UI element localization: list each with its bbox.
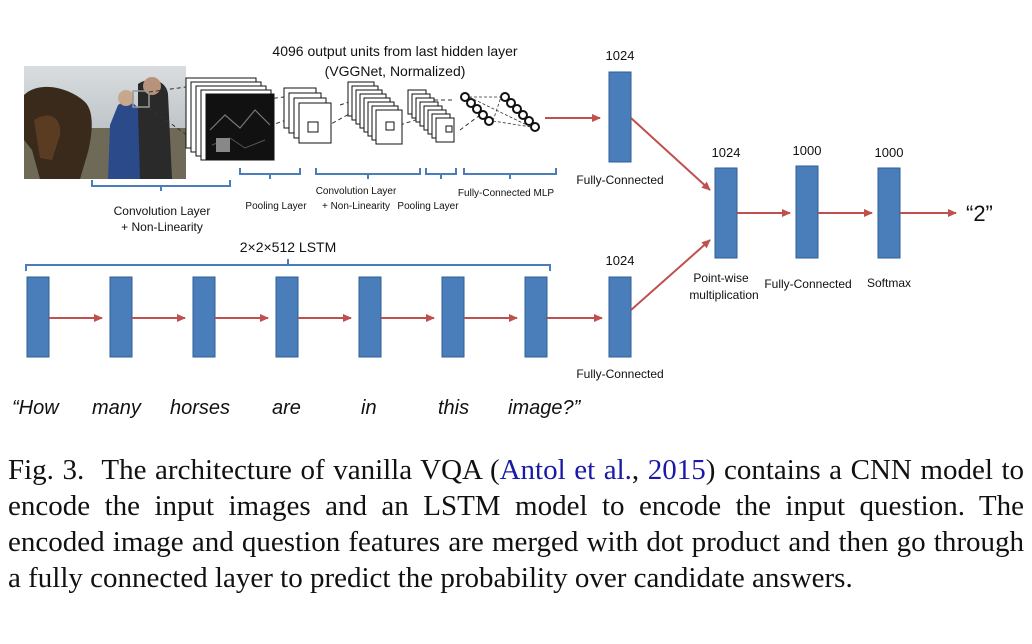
- conv2-label-line1: Convolution Layer: [316, 186, 397, 197]
- lstm-brace: [25, 259, 551, 271]
- caption-prefix: Fig. 3.: [8, 454, 85, 486]
- fc-output-block: [795, 165, 819, 259]
- softmax-block: [877, 167, 901, 259]
- conv-feature-maps: [185, 77, 275, 161]
- citation-separator: ,: [631, 454, 648, 486]
- fc-q-dim: 1024: [606, 253, 635, 268]
- question-word: are: [272, 397, 301, 419]
- lstm-cell: [275, 276, 299, 358]
- question-word: horses: [170, 397, 230, 419]
- figure-caption: Fig. 3. The architecture of vanilla VQA …: [8, 452, 1024, 596]
- mlp-label: Fully-Connected MLP: [458, 188, 554, 199]
- question-word: image?”: [508, 397, 582, 419]
- answer-label: “2”: [966, 201, 993, 226]
- conv-label-line1: Convolution Layer: [114, 204, 211, 218]
- mlp-connections: [468, 96, 532, 128]
- pw-dim: 1024: [712, 145, 741, 160]
- conv-layer-stack-2: [347, 81, 403, 145]
- pool-label-1: Pooling Layer: [245, 201, 307, 212]
- caption-text-before: The architecture of vanilla VQA (: [101, 454, 500, 486]
- softmax-label: Softmax: [867, 276, 911, 290]
- pooling-layer-stack-1: [283, 87, 332, 144]
- input-image: [24, 66, 186, 179]
- lstm-cell: [524, 276, 548, 358]
- fc-question-block: [608, 276, 632, 358]
- fc-img-label: Fully-Connected: [576, 173, 663, 187]
- lstm-cell: [358, 276, 382, 358]
- lstm-cell: [26, 276, 50, 358]
- lstm-cell: [441, 276, 465, 358]
- question-word: many: [92, 397, 142, 419]
- pool-label-2: Pooling Layer: [397, 201, 459, 212]
- fc-question-to-merge-arrow: [630, 239, 711, 311]
- caption-text-after: ) contains a CNN model to encode the inp…: [8, 454, 1025, 594]
- question-word: this: [438, 397, 469, 419]
- question-word: in: [361, 397, 377, 419]
- softmax-dim: 1000: [875, 145, 904, 160]
- lstm-label: 2×2×512 LSTM: [240, 239, 337, 255]
- pointwise-block: [714, 167, 738, 259]
- citation-author-link[interactable]: Antol et al.: [499, 454, 632, 486]
- question-word: “How: [12, 397, 60, 419]
- citation-year-link[interactable]: 2015: [647, 454, 706, 486]
- fc-out-dim: 1000: [793, 143, 822, 158]
- pooling-layer-stack-2: [407, 89, 455, 143]
- fc-image-block: [608, 71, 632, 163]
- cnn-braces: [91, 168, 557, 191]
- question-words: “How many horses are in this image?”: [12, 397, 582, 419]
- cnn-top-label-line1: 4096 output units from last hidden layer: [272, 43, 517, 59]
- fc-img-dim: 1024: [606, 48, 635, 63]
- pw-label-line1: Point-wise: [693, 271, 749, 285]
- conv-label-line2: + Non-Linearity: [121, 220, 203, 234]
- fc-image-to-merge-arrow: [630, 117, 711, 191]
- lstm-cell: [109, 276, 133, 358]
- fc-out-label: Fully-Connected: [764, 277, 851, 291]
- lstm-cell: [192, 276, 216, 358]
- conv2-label-line2: + Non-Linearity: [322, 201, 390, 212]
- cnn-top-label-line2: (VGGNet, Normalized): [325, 63, 466, 79]
- fc-q-label: Fully-Connected: [576, 367, 663, 381]
- mlp-neurons: [460, 92, 540, 132]
- pw-label-line2: multiplication: [689, 288, 758, 302]
